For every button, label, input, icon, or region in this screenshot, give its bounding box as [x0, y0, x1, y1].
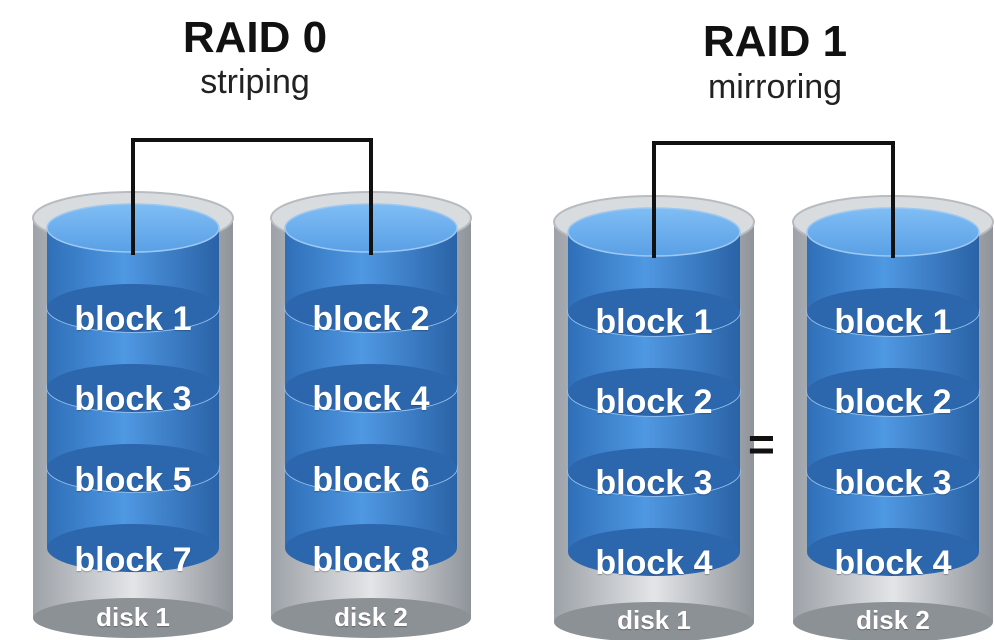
disk-shell-bottom	[793, 602, 993, 640]
block-label: block 1	[595, 303, 713, 341]
block-bottom-rim	[568, 368, 740, 416]
block-bottom-rim	[47, 444, 219, 492]
raid1-title: RAID 1	[702, 17, 848, 66]
block-label: block 4	[834, 544, 952, 582]
block-label: block 6	[312, 461, 430, 499]
block-label: block 1	[834, 303, 952, 341]
block-label: block 2	[312, 300, 430, 338]
block-bottom-rim	[47, 364, 219, 412]
disk-shell-bottom	[554, 602, 754, 640]
block-label: block 7	[74, 541, 192, 579]
disk-label: disk 2	[334, 602, 408, 632]
block-label: block 5	[74, 461, 192, 499]
disk-shell-bottom	[271, 598, 471, 638]
block-label: block 4	[312, 380, 430, 418]
block-bottom-rim	[807, 288, 979, 336]
block-bottom-rim	[568, 448, 740, 496]
block-label: block 3	[834, 464, 952, 502]
block-label: block 3	[595, 464, 713, 502]
block-bottom-rim	[807, 448, 979, 496]
block-label: block 1	[74, 300, 192, 338]
block-label: block 8	[312, 541, 430, 579]
block-bottom-rim	[568, 288, 740, 336]
block-label: block 4	[595, 544, 713, 582]
block-bottom-rim	[285, 364, 457, 412]
disk-shell-bottom	[33, 598, 233, 638]
block-bottom-rim	[568, 528, 740, 576]
raid0-title: RAID 0	[182, 13, 328, 62]
mirror-equals-sign: =	[748, 418, 775, 470]
block-label: block 3	[74, 380, 192, 418]
disk-label: disk 1	[96, 602, 170, 632]
block-bottom-rim	[807, 368, 979, 416]
raid1-connector-line	[652, 141, 895, 258]
block-label: block 2	[834, 383, 952, 421]
raid0-subtitle: striping	[200, 63, 310, 101]
raid0-connector-line	[131, 138, 373, 255]
block-bottom-rim	[285, 444, 457, 492]
block-label: block 2	[595, 383, 713, 421]
disk-label: disk 1	[617, 605, 691, 635]
block-bottom-rim	[285, 284, 457, 332]
block-bottom-rim	[285, 524, 457, 572]
block-bottom-rim	[807, 528, 979, 576]
block-bottom-rim	[47, 284, 219, 332]
raid1-subtitle: mirroring	[707, 68, 843, 106]
block-bottom-rim	[47, 524, 219, 572]
disk-label: disk 2	[856, 605, 930, 635]
